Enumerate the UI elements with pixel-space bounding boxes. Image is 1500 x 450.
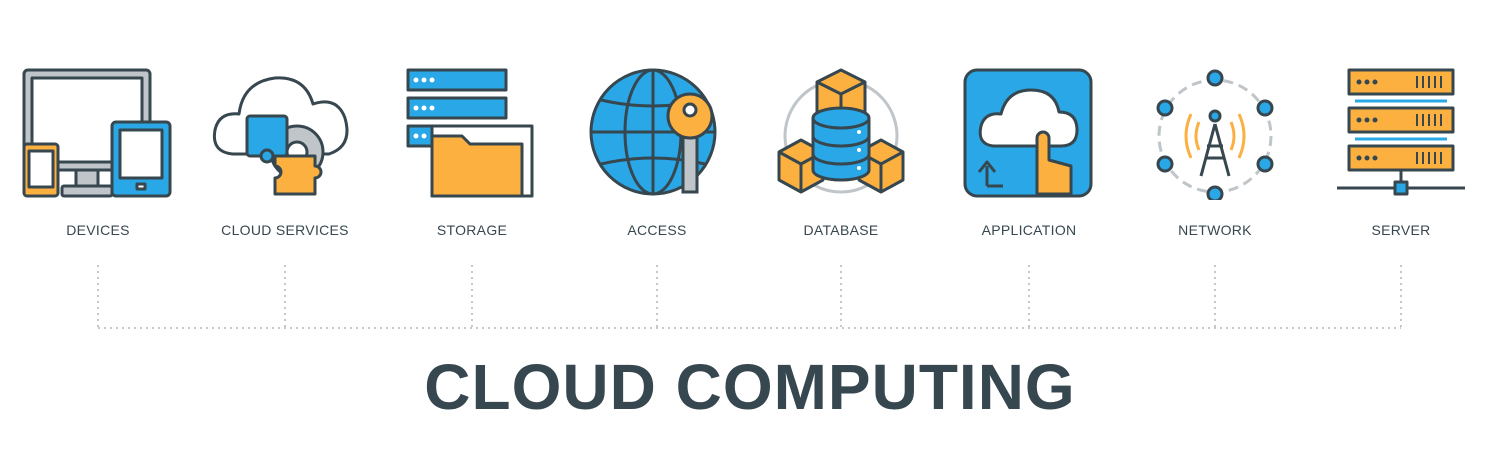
item-label: NETWORK: [1178, 222, 1252, 238]
item-access: ACCESS: [577, 60, 737, 238]
devices-icon: [22, 68, 172, 198]
item-label: DATABASE: [803, 222, 879, 238]
item-label: ACCESS: [627, 222, 687, 238]
database-icon: [777, 68, 905, 194]
network-icon: [1156, 69, 1274, 200]
item-label: STORAGE: [436, 222, 508, 238]
access-icon: [589, 68, 717, 196]
item-label: CLOUD SERVICES: [221, 222, 349, 238]
item-label: SERVER: [1371, 222, 1431, 238]
item-label: DEVICES: [66, 222, 130, 238]
item-cloud-services: CLOUD SERVICES: [205, 60, 365, 238]
item-server: SERVER: [1321, 60, 1481, 238]
item-application: APPLICATION: [949, 60, 1109, 238]
page-title: CLOUD COMPUTING: [424, 351, 1076, 423]
server-icon: [1337, 68, 1465, 196]
cloud-services-icon: [212, 76, 349, 196]
item-storage: STORAGE: [392, 60, 552, 238]
item-network: NETWORK: [1135, 60, 1295, 238]
item-label: APPLICATION: [981, 222, 1077, 238]
item-devices: DEVICES: [18, 60, 178, 238]
item-database: DATABASE: [761, 60, 921, 238]
storage-icon: [406, 68, 534, 198]
application-icon: [963, 68, 1093, 198]
